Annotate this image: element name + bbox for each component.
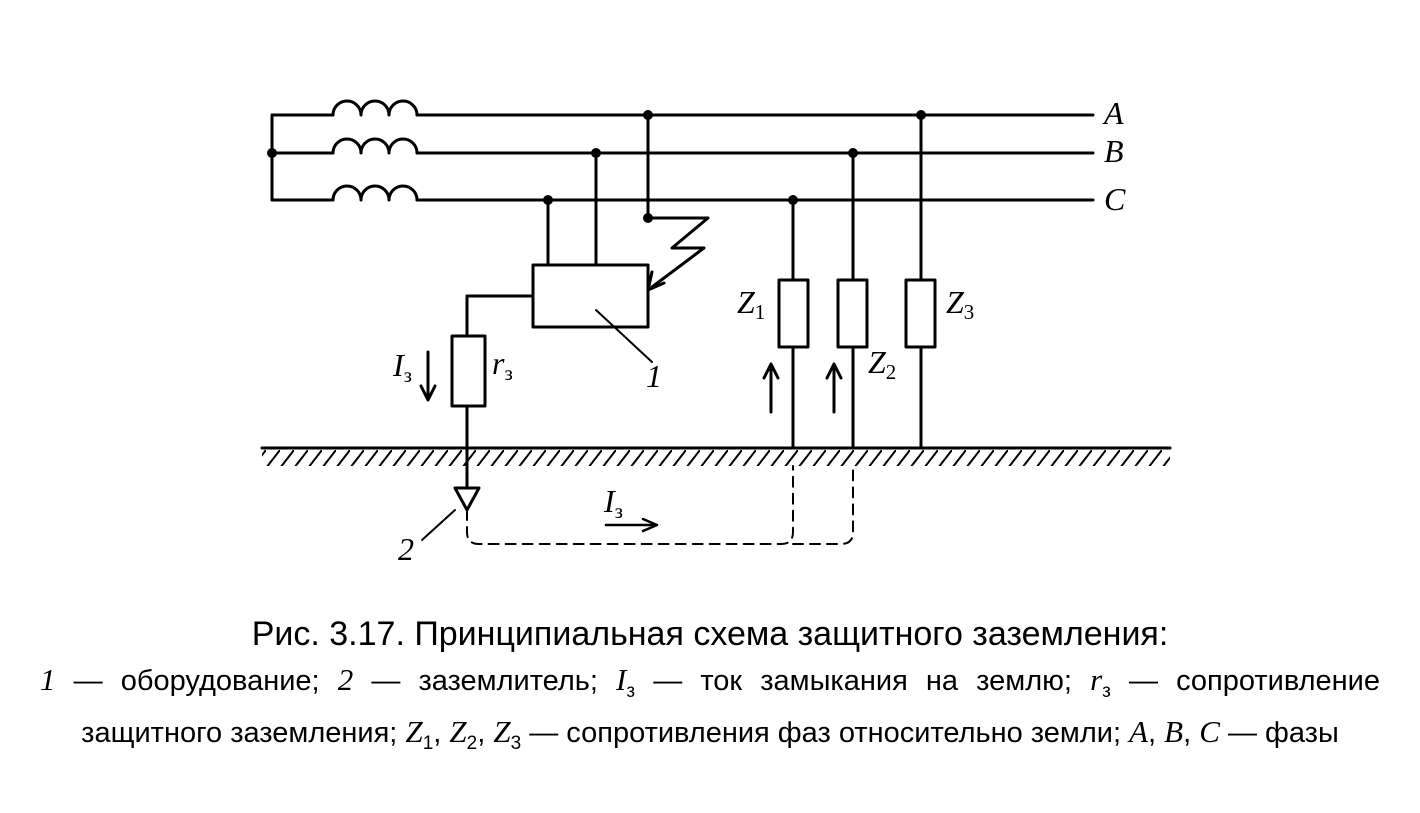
z3-label: Z3 <box>946 284 974 324</box>
figure-caption: Рис. 3.17. Принципиальная схема защитног… <box>40 612 1380 764</box>
current-label-earth: Iз <box>603 483 623 523</box>
caption-legend: 1 — оборудование; 2 — заземлитель; Iз — … <box>40 662 1380 754</box>
grounding-resistor <box>450 334 487 408</box>
fault-lightning-icon <box>646 216 710 289</box>
z1-label: Z1 <box>737 284 765 324</box>
impedance-z2 <box>836 278 869 349</box>
coil-c-icon <box>331 184 419 202</box>
ground-electrode-icon <box>453 486 481 512</box>
current-label-left: Iз <box>392 347 412 387</box>
electrode-number-label: 2 <box>398 531 414 567</box>
phase-c-line <box>270 184 1095 202</box>
phase-a-label: A <box>1102 95 1124 131</box>
coil-a-icon <box>331 99 419 117</box>
phase-a-line <box>270 99 1095 117</box>
equipment-number-label: 1 <box>646 358 662 394</box>
phase-b-line <box>270 137 1095 155</box>
caption-title: Рис. 3.17. Принципиальная схема защитног… <box>251 615 1169 653</box>
phase-b-label: B <box>1104 133 1124 169</box>
earth-current-path <box>466 465 794 545</box>
z2-label: Z2 <box>868 344 896 384</box>
impedance-z3 <box>904 278 937 349</box>
phase-c-label: C <box>1104 181 1126 217</box>
impedance-z1 <box>777 278 810 349</box>
coil-b-icon <box>331 137 419 155</box>
resistance-label: rз <box>492 345 513 385</box>
equipment-box <box>531 263 650 329</box>
